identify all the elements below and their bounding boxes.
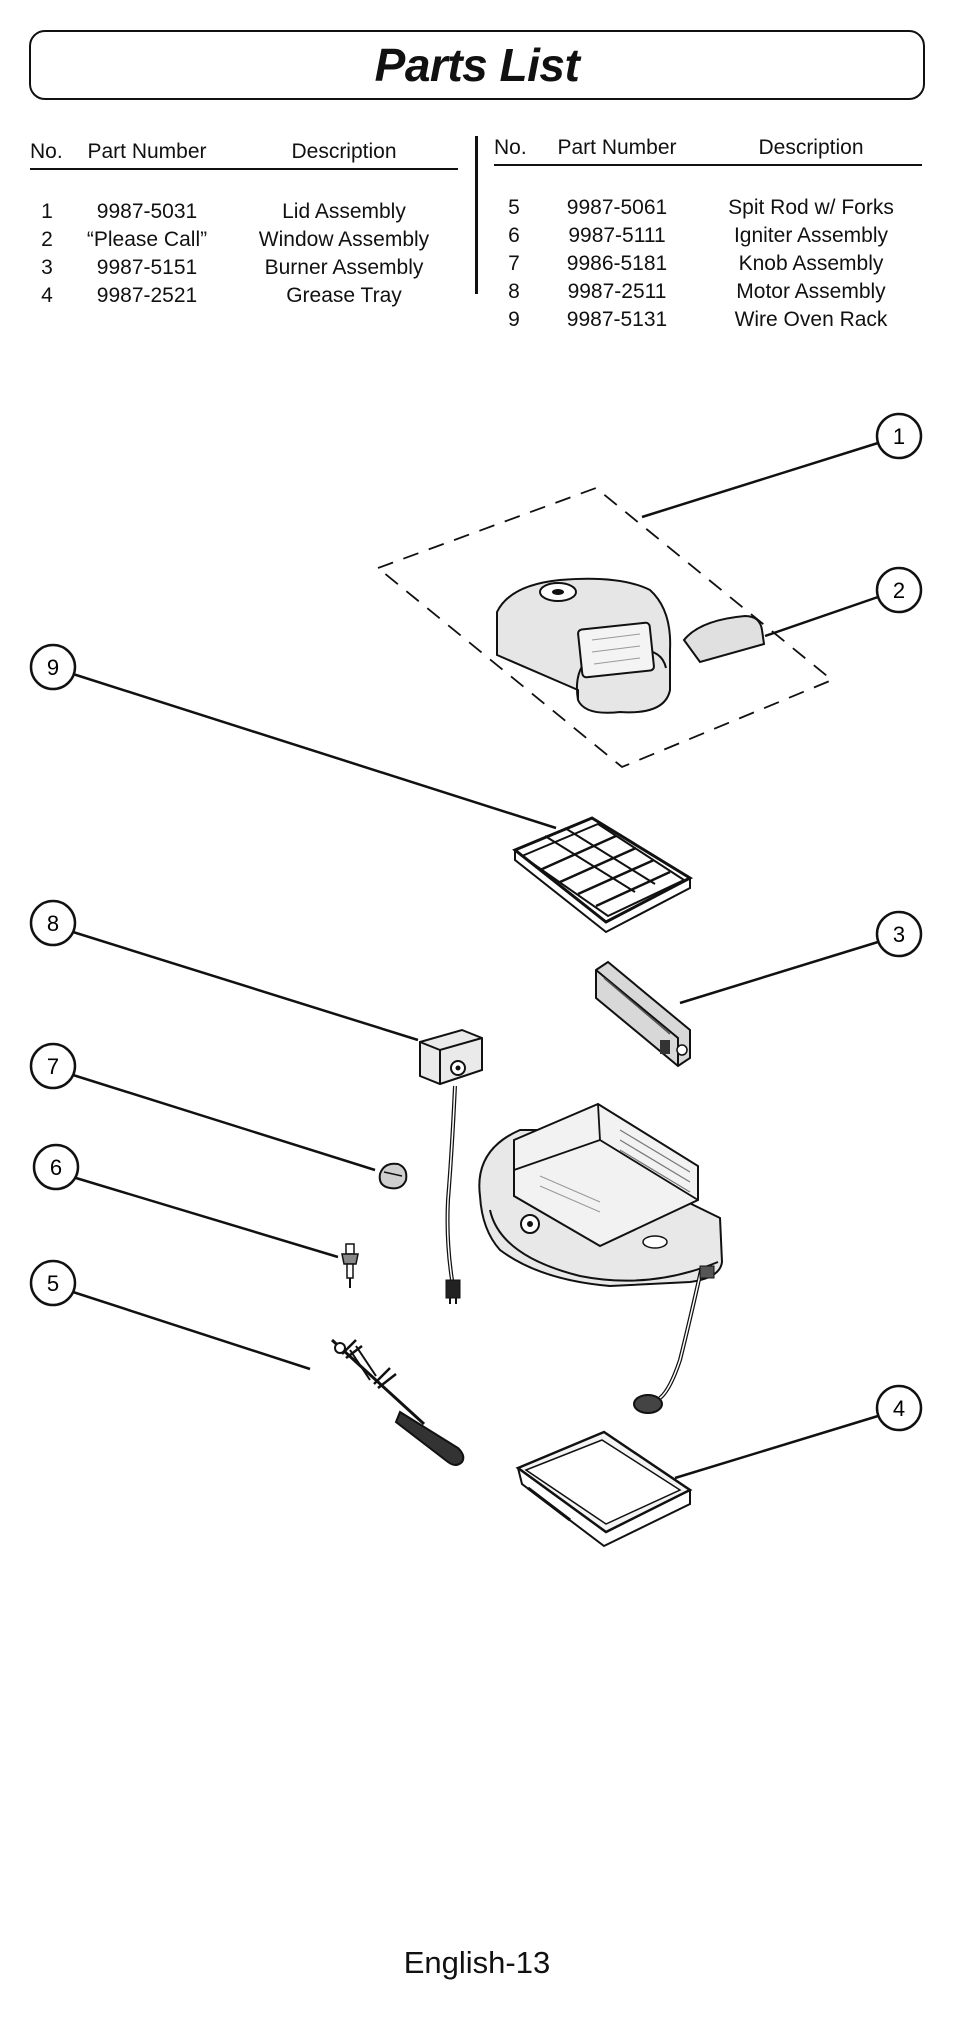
spit-rod-illustration (330, 1338, 465, 1466)
wire-oven-rack-illustration (512, 816, 694, 934)
column-header-part-number: Part Number (64, 140, 230, 170)
part-number: 9987-5061 (566, 196, 668, 219)
table-row: 9 9987-5131 Wire Oven Rack (494, 306, 922, 334)
part-description: Lid Assembly (282, 200, 406, 223)
column-divider (475, 136, 478, 294)
leader-line-6 (75, 1176, 339, 1259)
part-no: 4 (41, 284, 53, 307)
callout-label: 7 (47, 1054, 59, 1079)
part-no: 1 (41, 200, 53, 223)
callout-4: 4 (875, 1384, 923, 1432)
part-description: Spit Rod w/ Forks (728, 196, 894, 219)
title-box: Parts List (29, 30, 925, 100)
leader-lines (72, 441, 879, 1480)
leader-line-1 (641, 441, 879, 519)
callout-label: 2 (893, 578, 905, 603)
column-header-no: No. (494, 136, 534, 166)
callout-2: 2 (875, 566, 923, 614)
leader-line-3 (679, 940, 879, 1005)
leader-line-9 (72, 672, 557, 830)
parts-table-right: No. Part Number Description 5 9987-5061 … (494, 136, 922, 334)
motor-assembly-illustration (419, 1028, 483, 1304)
part-description: Motor Assembly (736, 280, 886, 303)
part-number: “Please Call” (86, 228, 208, 251)
callout-7: 7 (29, 1042, 77, 1090)
part-number: 9987-2511 (567, 280, 667, 303)
grease-tray-illustration (515, 1430, 693, 1548)
column-header-no: No. (30, 140, 64, 170)
part-number: 9987-5031 (96, 200, 198, 223)
column-header-part-number: Part Number (534, 136, 700, 166)
column-header-description: Description (230, 140, 458, 170)
parts-table-left: No. Part Number Description 1 9987-5031 … (30, 140, 458, 310)
callout-5: 5 (29, 1259, 77, 1307)
page-title: Parts List (374, 39, 580, 91)
table-row: 1 9987-5031 Lid Assembly (30, 198, 458, 226)
leader-line-4 (674, 1414, 879, 1480)
part-description: Knob Assembly (738, 252, 884, 275)
table-header-row: No. Part Number Description (30, 140, 458, 170)
leader-line-5 (72, 1290, 311, 1371)
igniter-illustration (341, 1243, 359, 1288)
table-row: 6 9987-5111 Igniter Assembly (494, 222, 922, 250)
part-description: Window Assembly (258, 228, 430, 251)
part-no: 2 (41, 228, 53, 251)
part-number: 9986-5181 (566, 252, 668, 275)
burner-assembly-illustration (595, 960, 691, 1068)
part-no: 5 (508, 196, 520, 219)
callout-8: 8 (29, 899, 77, 947)
part-no: 8 (508, 280, 520, 303)
part-number: 9987-5111 (568, 224, 666, 247)
lid-assembly-illustration (376, 486, 834, 769)
page-footer: English-13 (403, 1945, 551, 1980)
callout-label: 5 (47, 1271, 59, 1296)
callout-label: 4 (893, 1396, 905, 1421)
leader-line-2 (764, 595, 879, 638)
part-number: 9987-5131 (566, 308, 668, 331)
callout-label: 9 (47, 655, 59, 680)
callout-label: 1 (893, 424, 905, 449)
callout-label: 6 (50, 1155, 62, 1180)
part-description: Wire Oven Rack (734, 308, 888, 331)
part-no: 7 (508, 252, 520, 275)
callout-1: 1 (875, 412, 923, 460)
part-description: Burner Assembly (264, 256, 424, 279)
table-row: 3 9987-5151 Burner Assembly (30, 254, 458, 282)
callout-3: 3 (875, 910, 923, 958)
callout-6: 6 (32, 1143, 80, 1191)
table-row: 4 9987-2521 Grease Tray (30, 282, 458, 310)
part-no: 6 (508, 224, 520, 247)
column-header-description: Description (700, 136, 922, 166)
table-row: 8 9987-2511 Motor Assembly (494, 278, 922, 306)
callout-label: 3 (893, 922, 905, 947)
table-row: 5 9987-5061 Spit Rod w/ Forks (494, 194, 922, 222)
part-no: 9 (508, 308, 520, 331)
callout-label: 8 (47, 911, 59, 936)
leader-line-8 (72, 930, 419, 1042)
table-row: 2 “Please Call” Window Assembly (30, 226, 458, 254)
part-description: Grease Tray (286, 284, 402, 307)
oven-base-illustration (478, 1102, 724, 1414)
leader-line-7 (72, 1073, 376, 1172)
window-assembly-illustration (682, 614, 766, 664)
callouts: 1 2 3 4 5 6 7 8 (29, 412, 923, 1432)
part-number: 9987-2521 (96, 284, 198, 307)
knob-illustration (378, 1162, 408, 1190)
table-header-row: No. Part Number Description (494, 136, 922, 166)
callout-9: 9 (29, 643, 77, 691)
part-no: 3 (41, 256, 53, 279)
part-number: 9987-5151 (96, 256, 198, 279)
part-description: Igniter Assembly (733, 224, 889, 247)
table-row: 7 9986-5181 Knob Assembly (494, 250, 922, 278)
